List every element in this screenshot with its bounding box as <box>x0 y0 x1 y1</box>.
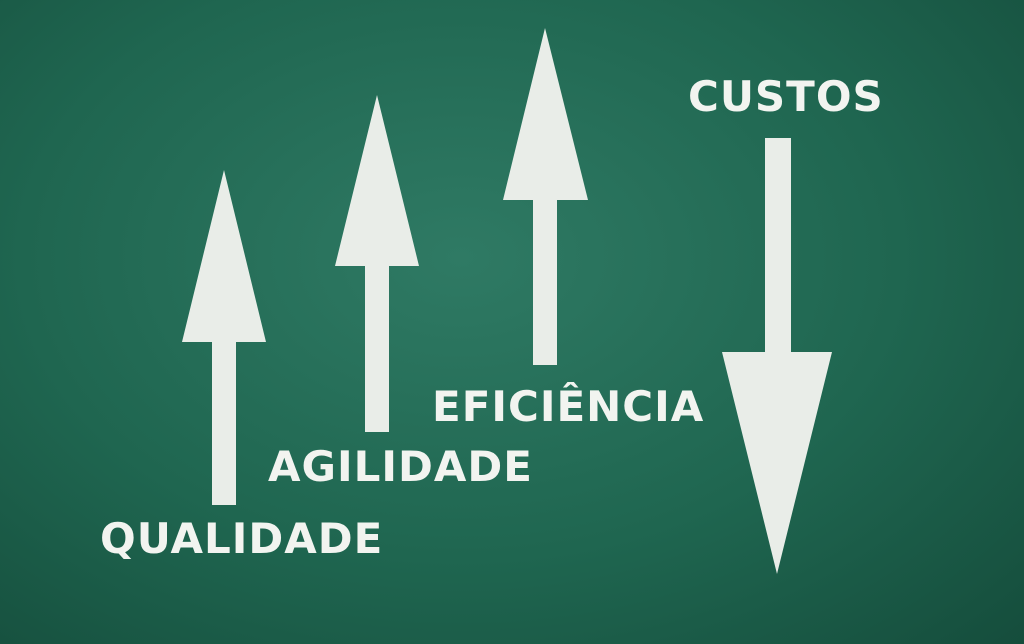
arrow-up-eficiencia-icon <box>503 28 588 365</box>
label-qualidade: QUALIDADE <box>100 514 384 563</box>
label-custos: CUSTOS <box>688 72 884 121</box>
arrow-up-agilidade-icon <box>335 95 419 432</box>
arrow-up-qualidade-icon <box>182 170 266 505</box>
arrow-down-custos-icon <box>722 138 832 574</box>
label-agilidade: AGILIDADE <box>268 442 533 491</box>
label-eficiencia: EFICIÊNCIA <box>432 382 705 431</box>
